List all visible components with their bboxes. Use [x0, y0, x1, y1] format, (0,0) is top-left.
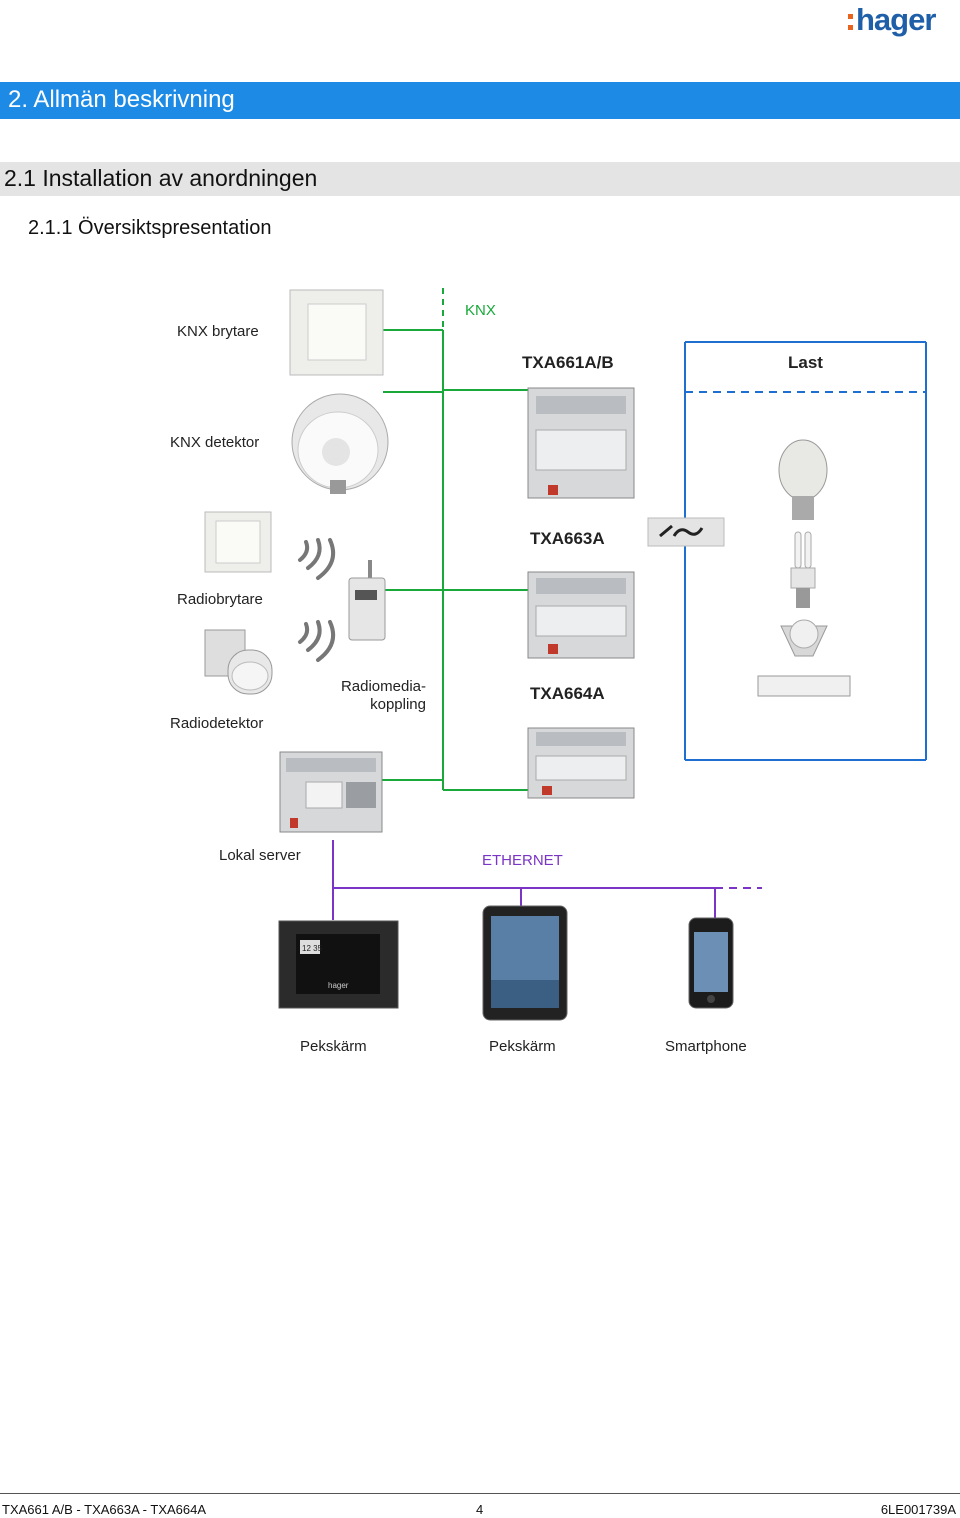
txa661-label: TXA661A/B	[522, 353, 614, 372]
radio-wave-icons	[298, 538, 335, 662]
txa664-module	[527, 727, 635, 799]
touch-panel-label: Pekskärm	[300, 1038, 367, 1055]
ethernet-label: ETHERNET	[482, 852, 563, 869]
heading-1-text: 2. Allmän beskrivning	[8, 86, 235, 113]
footer-page-number: 4	[476, 1502, 484, 1517]
cfl-bulb-icon	[790, 531, 816, 608]
txa661-module	[527, 387, 635, 499]
radio-switch-device	[204, 511, 272, 573]
footer-document-id: 6LE001739A	[880, 1502, 956, 1517]
touch-panel-clock: 12 35	[302, 944, 323, 953]
txa663-module	[527, 571, 635, 659]
section-heading-1: 2. Allmän beskrivning	[0, 82, 960, 119]
smartphone-label: Smartphone	[665, 1038, 747, 1055]
knx-detector-device	[291, 393, 389, 494]
logo-dots	[848, 14, 854, 34]
touch-panel-device: 12 35 hager	[278, 920, 399, 1009]
section-heading-3: 2.1.1 Översiktspresentation	[28, 217, 272, 239]
logo-text: hager	[856, 2, 936, 37]
overview-diagram: 12 35 hager	[204, 288, 927, 1021]
knx-switch-device	[289, 289, 384, 376]
radio-media-coupler-device	[348, 560, 386, 641]
local-server-module	[279, 751, 383, 833]
dimmer-symbol-icon	[647, 517, 725, 547]
radio-switch-label: Radiobrytare	[177, 591, 263, 608]
radio-detector-label: Radiodetektor	[170, 715, 264, 732]
knx-detector-label: KNX detektor	[170, 434, 260, 451]
ethernet-lines	[332, 840, 762, 920]
hager-logo: hager	[848, 2, 948, 38]
led-driver-icon	[757, 675, 851, 697]
footer-divider	[0, 1493, 960, 1494]
smartphone-device	[688, 917, 734, 1009]
knx-switch-label: KNX brytare	[177, 323, 259, 340]
load-label: Last	[788, 353, 823, 372]
txa664-label: TXA664A	[530, 684, 605, 703]
load-lines	[684, 341, 927, 761]
footer-product-codes: TXA661 A/B - TXA663A - TXA664A	[2, 1502, 207, 1517]
tablet-device	[482, 905, 568, 1021]
halogen-spot-icon	[780, 619, 828, 657]
touch-panel-logo: hager	[328, 981, 349, 990]
knx-label: KNX	[465, 302, 496, 319]
tablet-label: Pekskärm	[489, 1038, 556, 1055]
radio-detector-device	[204, 629, 273, 695]
radio-media-label: Radiomedia- koppling	[340, 678, 426, 713]
local-server-label: Lokal server	[219, 847, 301, 864]
incandescent-bulb-icon	[778, 439, 828, 520]
section-heading-2: 2.1 Installation av anordningen	[0, 162, 960, 196]
knx-bus-lines	[330, 288, 530, 791]
heading-2-text: 2.1 Installation av anordningen	[4, 165, 318, 191]
txa663-label: TXA663A	[530, 529, 605, 548]
